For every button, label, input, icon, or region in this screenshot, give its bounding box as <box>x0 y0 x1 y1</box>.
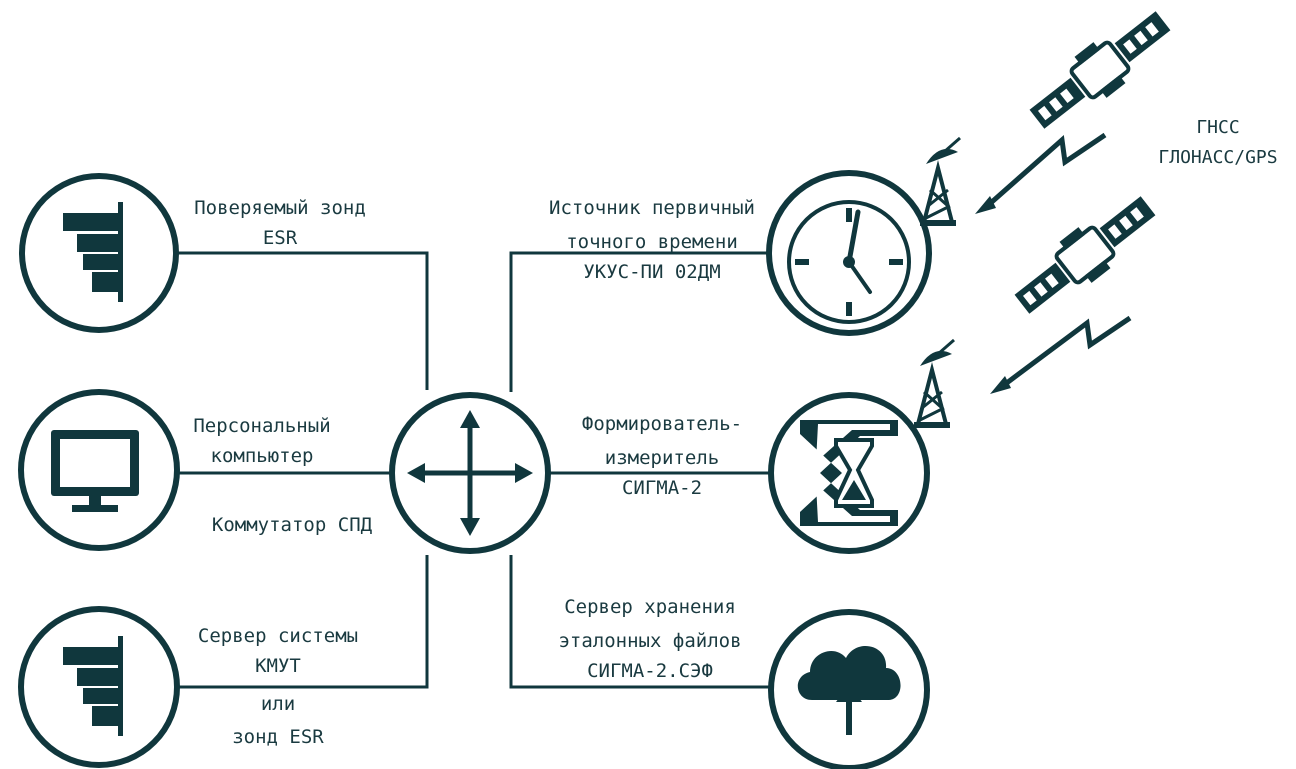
label-line: измеритель <box>605 447 719 469</box>
server-rack-icon <box>63 202 123 302</box>
probe-ring <box>19 173 179 333</box>
monitor-icon <box>51 430 139 512</box>
node-pc <box>18 389 180 551</box>
label-line: Сервер системы <box>198 625 358 647</box>
clock-icon <box>787 200 911 324</box>
label-line: точного времени <box>566 231 738 253</box>
antenna-tower-icon <box>914 338 955 428</box>
cloud-upload-icon <box>797 645 901 735</box>
label-line: Коммутатор СПД <box>212 514 373 536</box>
label-line: СИГМА-2 <box>622 477 702 499</box>
connection-lines <box>178 251 773 689</box>
label-time-source: Источник первичный точного времени УКУС-… <box>549 197 755 283</box>
label-line: или <box>261 693 295 715</box>
label-line: ESR <box>263 227 298 249</box>
label-probe-esr: Поверяемый зонд ESR <box>194 197 366 249</box>
satellite-icon <box>1014 196 1156 314</box>
antenna-tower-icon <box>920 136 961 226</box>
label-line: УКУС-ПИ 02ДМ <box>583 261 720 283</box>
node-server-kmut <box>18 606 180 768</box>
lightning-signal-icon <box>975 132 1107 214</box>
label-line: компьютер <box>211 445 314 467</box>
node-time-source <box>766 170 932 336</box>
label-line: ГНСС <box>1196 117 1239 138</box>
sigma-hourglass-icon <box>800 420 898 526</box>
router-arrows-icon <box>407 410 533 536</box>
label-server-kmut: Сервер системы КМУТ или зонд ESR <box>198 625 358 748</box>
node-sigma <box>768 392 930 554</box>
server-rack-icon <box>63 636 123 736</box>
node-switch <box>389 392 551 554</box>
server-ring <box>18 606 180 768</box>
label-sigma: Формирователь- измеритель СИГМА-2 <box>582 413 742 499</box>
label-line: зонд ESR <box>232 726 324 748</box>
label-line: Формирователь- <box>582 413 742 435</box>
label-storage: Сервер хранения эталонных файлов СИГМА-2… <box>558 596 741 682</box>
label-line: КМУТ <box>255 655 301 677</box>
node-storage <box>768 609 930 769</box>
label-line: Сервер хранения <box>564 596 736 618</box>
label-pc: Персональный компьютер <box>193 415 330 467</box>
link-probe-switch <box>178 251 429 390</box>
link-server-switch <box>178 555 429 689</box>
label-line: Поверяемый зонд <box>194 197 366 219</box>
label-line: эталонных файлов <box>558 630 741 652</box>
lightning-signal-icon <box>990 315 1132 394</box>
label-line: ГЛОНАСС/GPS <box>1158 147 1277 168</box>
node-probe-esr <box>19 173 179 333</box>
label-line: СИГМА-2.СЭФ <box>587 660 713 682</box>
label-line: Источник первичный <box>549 197 755 219</box>
label-switch: Коммутатор СПД <box>212 514 373 536</box>
link-switch-storage <box>509 555 773 689</box>
link-switch-clock <box>509 251 773 392</box>
label-line: Персональный <box>193 415 330 437</box>
label-gnss: ГНСС ГЛОНАСС/GPS <box>1158 117 1277 168</box>
satellite-icon <box>1029 11 1171 129</box>
